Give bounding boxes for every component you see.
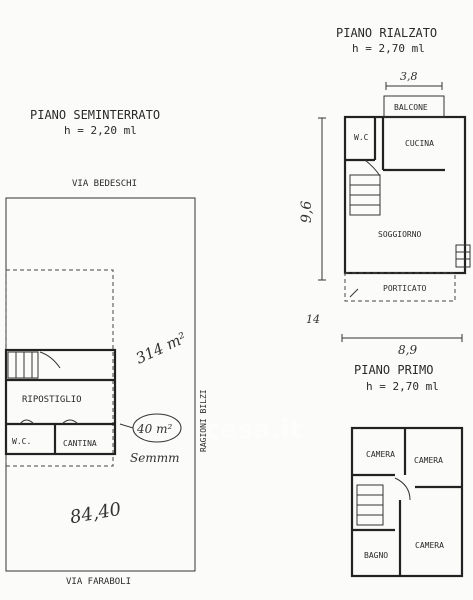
- street-via-bedeschi: VIA BEDESCHI: [72, 179, 137, 189]
- room-wc-rialzato: W.C: [354, 133, 369, 142]
- svg-text:8,9: 8,9: [398, 343, 417, 357]
- room-wc-seminterrato: W.C.: [12, 437, 31, 446]
- plan-primo: CAMERA CAMERA BAGNO CAMERA: [350, 426, 464, 578]
- room-cantina: CANTINA: [63, 439, 97, 448]
- side-mark-14: 14: [306, 313, 320, 326]
- svg-text:40 m²: 40 m²: [136, 422, 172, 436]
- plan-seminterrato: RIPOSTIGLIO W.C. CANTINA: [4, 348, 117, 456]
- area-annotation-40: 40 m²: [119, 413, 182, 443]
- plan-rialzato: BALCONE W.C CUCINA SOGGIORNO PORTICATO: [343, 95, 471, 302]
- dimension-width-top: 3,8: [385, 70, 443, 90]
- title-piano-rialzato: PIANO RIALZATO: [336, 26, 437, 40]
- street-via-faraboli: VIA FARABOLI: [66, 577, 131, 587]
- room-camera-3: CAMERA: [415, 541, 444, 550]
- room-cucina: CUCINA: [405, 139, 434, 148]
- room-camera-2: CAMERA: [414, 456, 443, 465]
- height-piano-rialzato: h = 2,70 ml: [352, 42, 425, 55]
- scribble-annotation: Semmm: [130, 451, 179, 465]
- room-camera-1: CAMERA: [366, 450, 395, 459]
- title-piano-seminterrato: PIANO SEMINTERRATO: [30, 108, 160, 122]
- svg-text:3,8: 3,8: [400, 70, 418, 83]
- height-piano-seminterrato: h = 2,20 ml: [64, 124, 137, 137]
- area-annotation-84: 84,40: [68, 499, 122, 529]
- room-balcone: BALCONE: [394, 103, 428, 112]
- dimension-height-left: 9,6: [299, 117, 326, 281]
- area-annotation-314: 314 m²: [133, 329, 189, 368]
- room-ripostiglio: RIPOSTIGLIO: [22, 395, 82, 405]
- svg-text:9,6: 9,6: [299, 201, 315, 223]
- room-soggiorno: SOGGIORNO: [378, 230, 422, 239]
- dimension-width-bottom: 8,9: [341, 334, 463, 357]
- room-bagno: BAGNO: [364, 551, 388, 560]
- height-piano-primo: h = 2,70 ml: [366, 380, 439, 393]
- room-porticato: PORTICATO: [383, 284, 427, 293]
- street-bilzi: RAGIONI BILZI: [199, 389, 208, 452]
- title-piano-primo: PIANO PRIMO: [354, 363, 433, 377]
- watermark-logo: casa.it: [205, 415, 302, 445]
